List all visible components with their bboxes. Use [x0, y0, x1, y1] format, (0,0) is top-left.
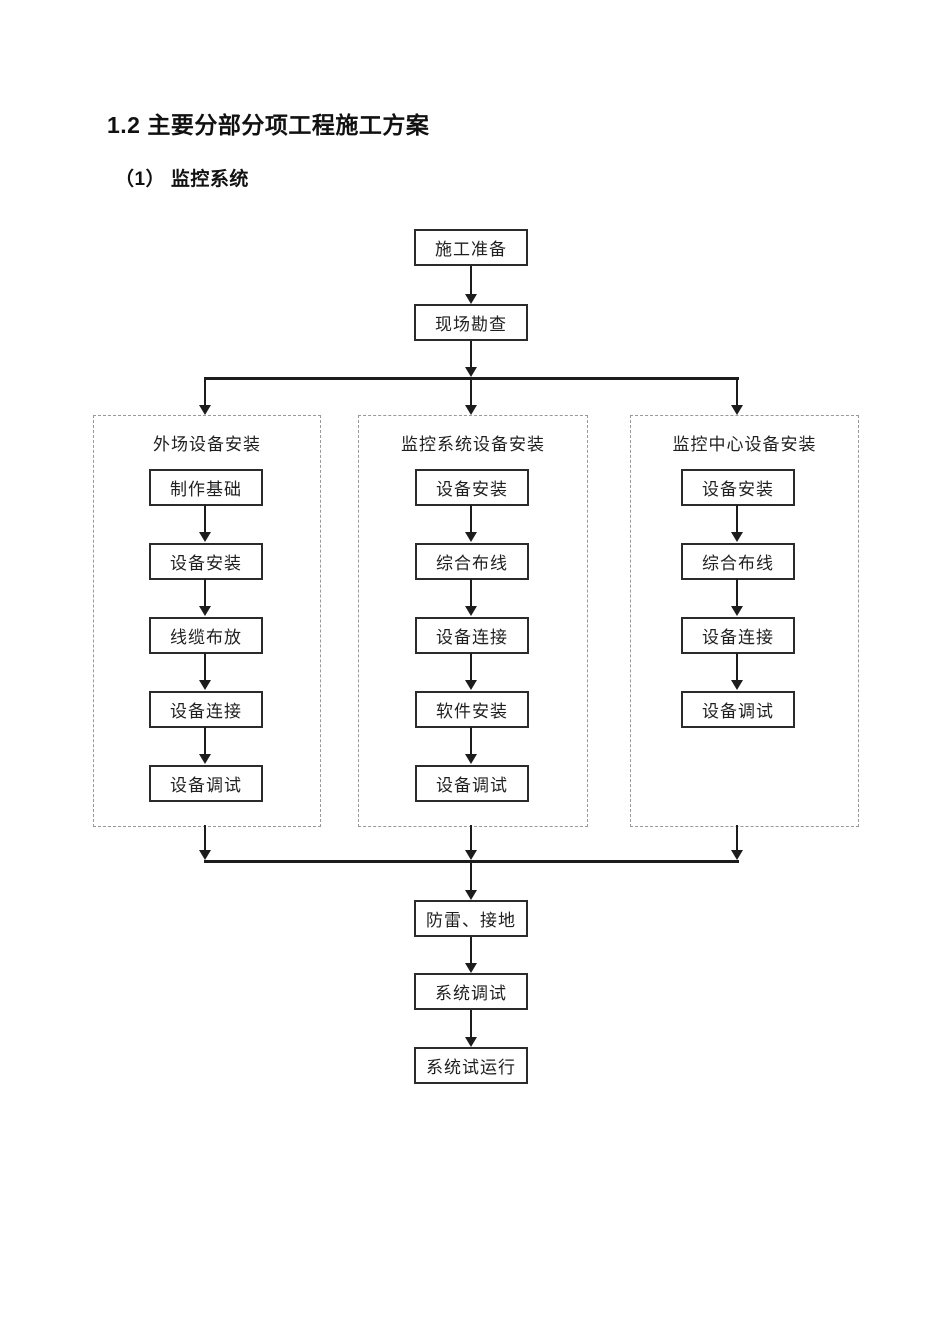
down-arrow: [199, 825, 211, 860]
group-field-equipment: 外场设备安装 制作基础 设备安装 线缆布放 设备连接 设备调试: [93, 415, 321, 827]
node-system-debugging: 系统调试: [414, 973, 528, 1010]
flow-step-box: 线缆布放: [149, 617, 263, 654]
group-title-field-equipment: 外场设备安装: [153, 435, 261, 454]
down-arrow: [465, 1010, 477, 1047]
down-arrow: [199, 653, 211, 690]
flow-step-box: 设备安装: [681, 469, 795, 506]
flow-step-box: 设备连接: [681, 617, 795, 654]
down-arrow: [199, 380, 211, 415]
down-arrow: [465, 579, 477, 616]
flow-step-box: 设备连接: [415, 617, 529, 654]
down-arrow: [731, 825, 743, 860]
flow-step-box: 设备安装: [415, 469, 529, 506]
down-arrow: [199, 505, 211, 542]
down-arrow: [199, 727, 211, 764]
down-arrow: [465, 863, 477, 900]
flow-step-box: 设备调试: [415, 765, 529, 802]
flow-step-box: 制作基础: [149, 469, 263, 506]
flow-step-box: 综合布线: [681, 543, 795, 580]
flow-step-box: 设备安装: [149, 543, 263, 580]
subsection-heading: （1） 监控系统: [115, 169, 249, 190]
branch-connector-line: [204, 377, 739, 380]
flow-step-box: 设备调试: [149, 765, 263, 802]
down-arrow: [465, 727, 477, 764]
node-system-trial-run: 系统试运行: [414, 1047, 528, 1084]
node-site-survey: 现场勘查: [414, 304, 528, 341]
flow-step-box: 设备连接: [149, 691, 263, 728]
flow-step-box: 设备调试: [681, 691, 795, 728]
down-arrow: [731, 579, 743, 616]
flow-step-box: 软件安装: [415, 691, 529, 728]
section-heading: 1.2 主要分部分项工程施工方案: [107, 112, 430, 138]
down-arrow: [465, 341, 477, 377]
group-monitoring-system-equipment: 监控系统设备安装 设备安装 综合布线 设备连接 软件安装 设备调试: [358, 415, 588, 827]
down-arrow: [465, 937, 477, 973]
down-arrow: [731, 653, 743, 690]
group-title-monitoring-center: 监控中心设备安装: [672, 435, 817, 454]
node-lightning-grounding: 防雷、接地: [414, 900, 528, 937]
group-monitoring-center-equipment: 监控中心设备安装 设备安装 综合布线 设备连接 设备调试: [630, 415, 859, 827]
node-construction-preparation: 施工准备: [414, 229, 528, 266]
down-arrow: [465, 380, 477, 415]
down-arrow: [731, 505, 743, 542]
group-title-monitoring-system: 监控系统设备安装: [401, 435, 545, 454]
down-arrow: [465, 505, 477, 542]
merge-connector-line: [204, 860, 739, 863]
flow-step-box: 综合布线: [415, 543, 529, 580]
down-arrow: [465, 825, 477, 860]
down-arrow: [199, 579, 211, 616]
down-arrow: [465, 266, 477, 304]
down-arrow: [731, 380, 743, 415]
down-arrow: [465, 653, 477, 690]
